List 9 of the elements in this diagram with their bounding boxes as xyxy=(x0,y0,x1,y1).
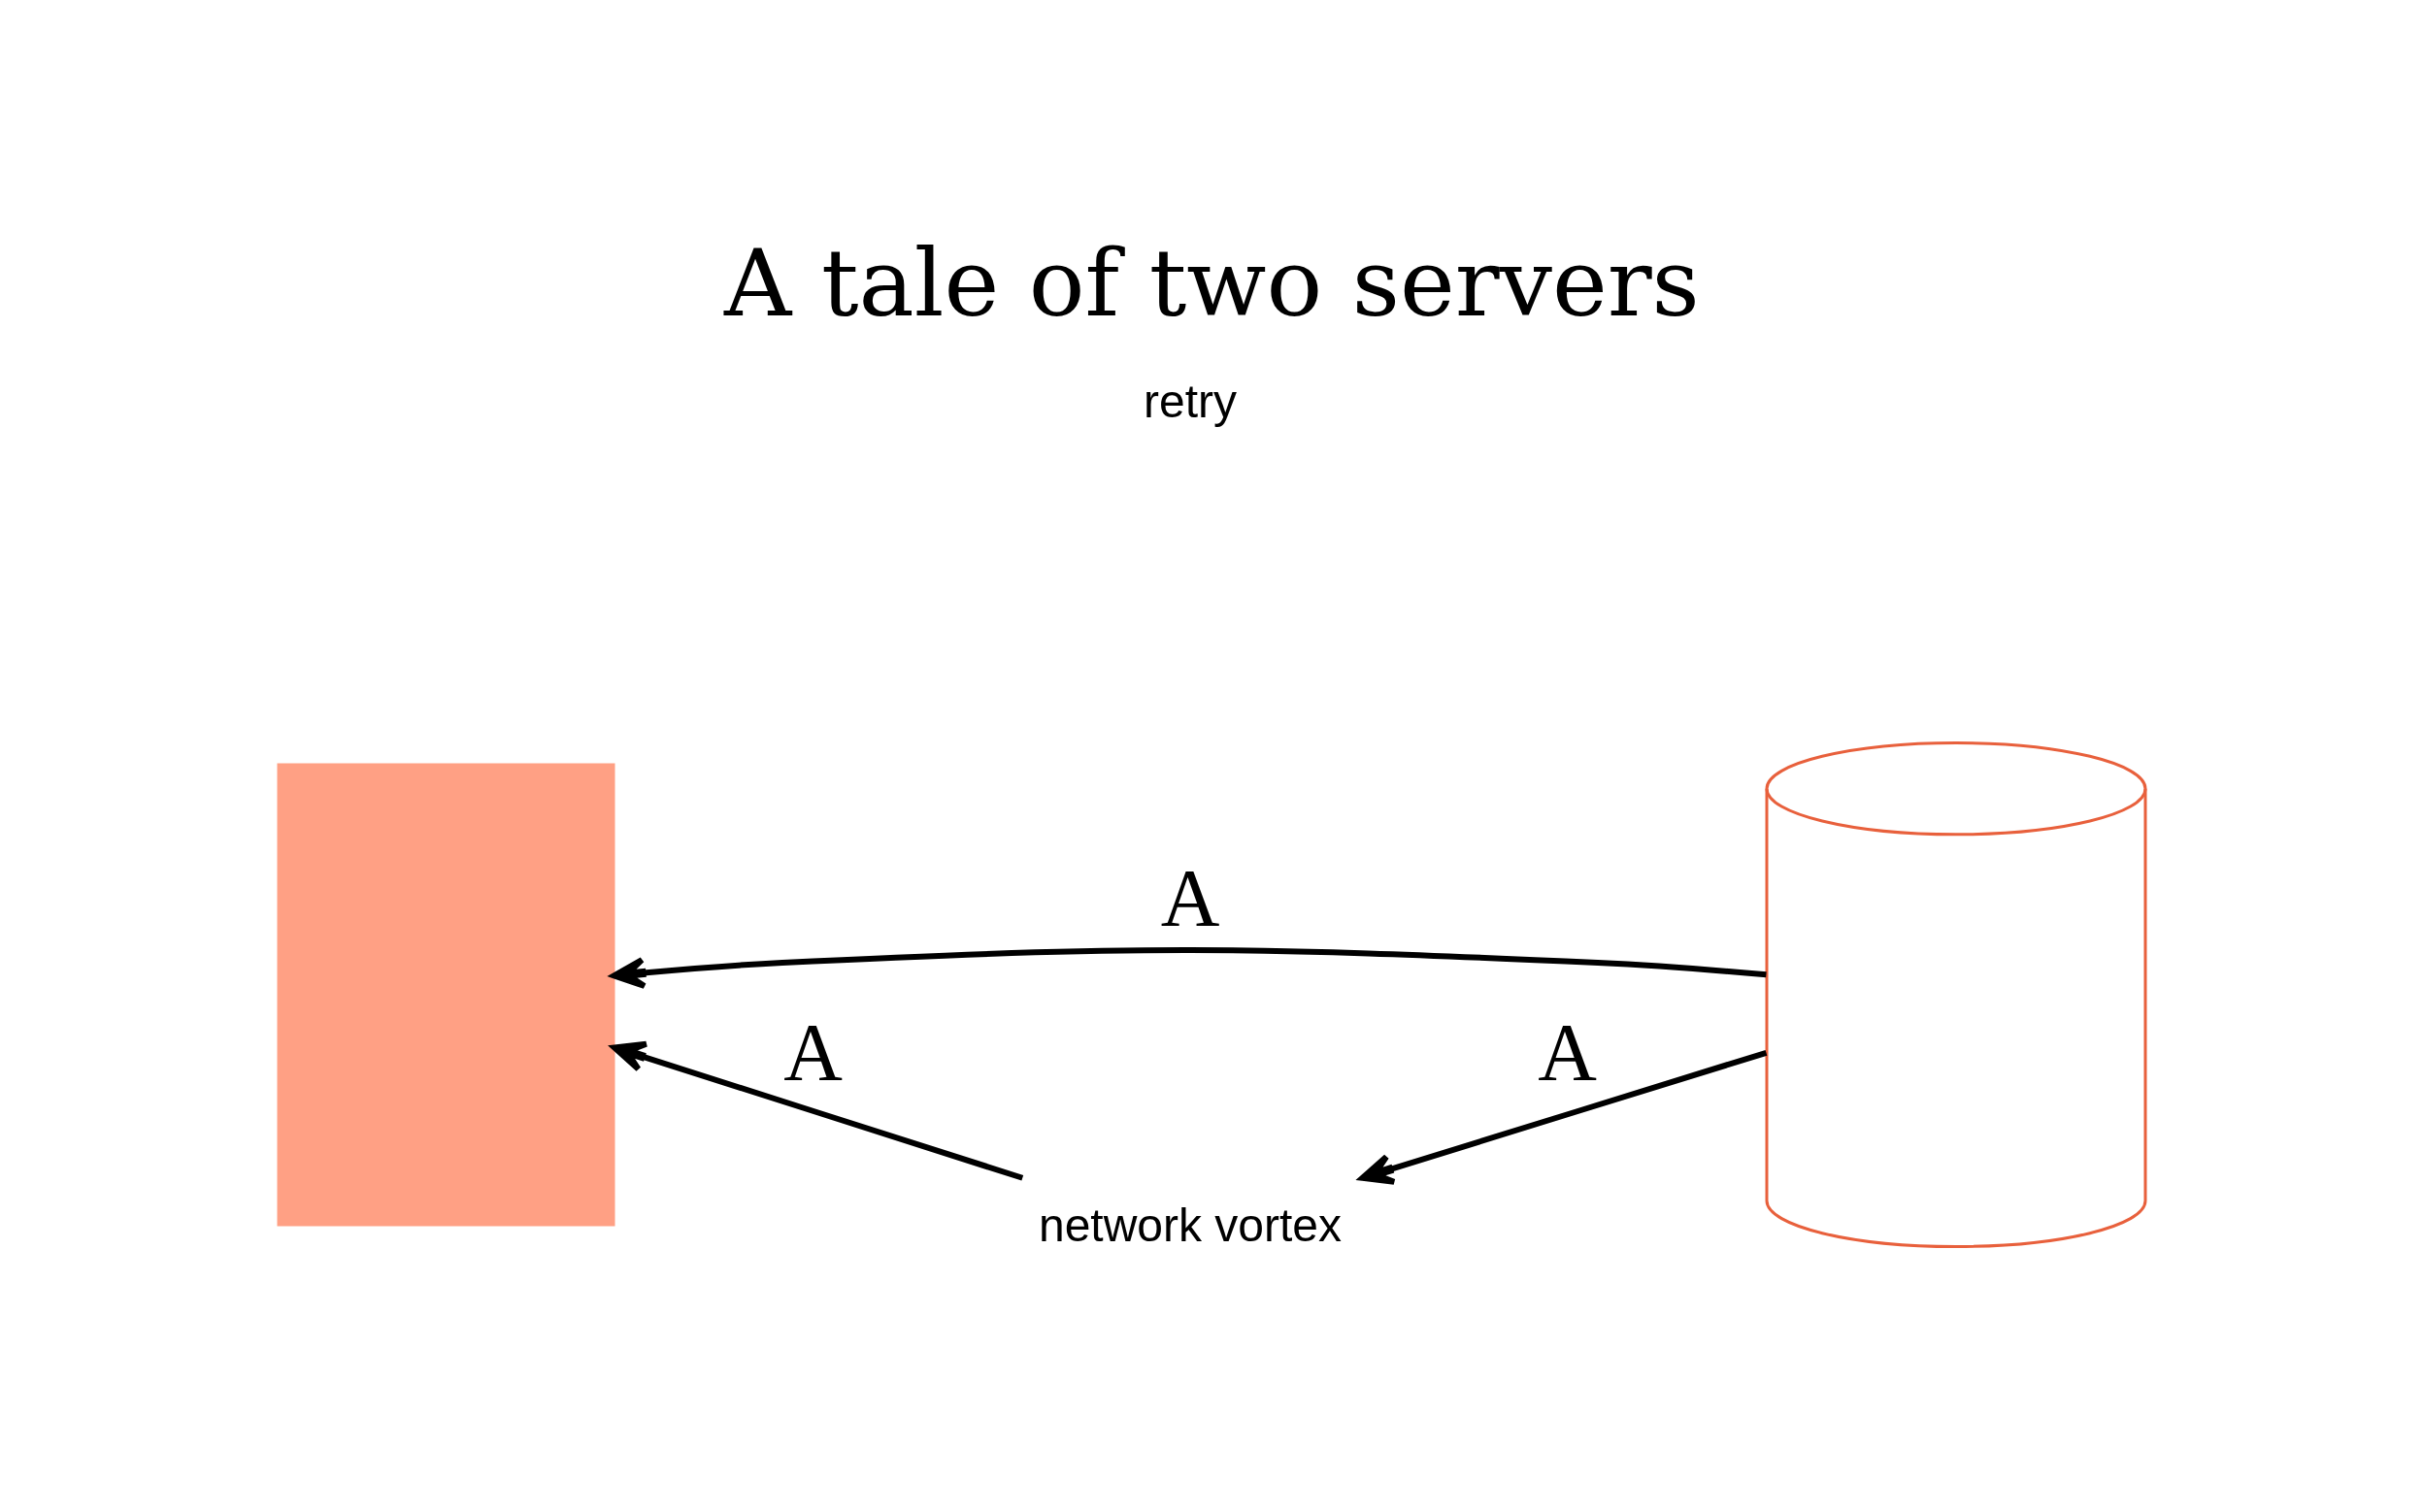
edge-label: A xyxy=(1537,1007,1597,1099)
edge-label: A xyxy=(1160,853,1219,944)
label: retry xyxy=(1143,376,1237,428)
arrow xyxy=(1358,1049,1767,1185)
edge-label: A xyxy=(782,1007,843,1099)
diagram-title: A tale of two servers xyxy=(723,228,1700,338)
node-text: network vortex xyxy=(1038,1200,1342,1252)
arrow xyxy=(611,1040,1023,1181)
node-box xyxy=(277,763,614,1227)
